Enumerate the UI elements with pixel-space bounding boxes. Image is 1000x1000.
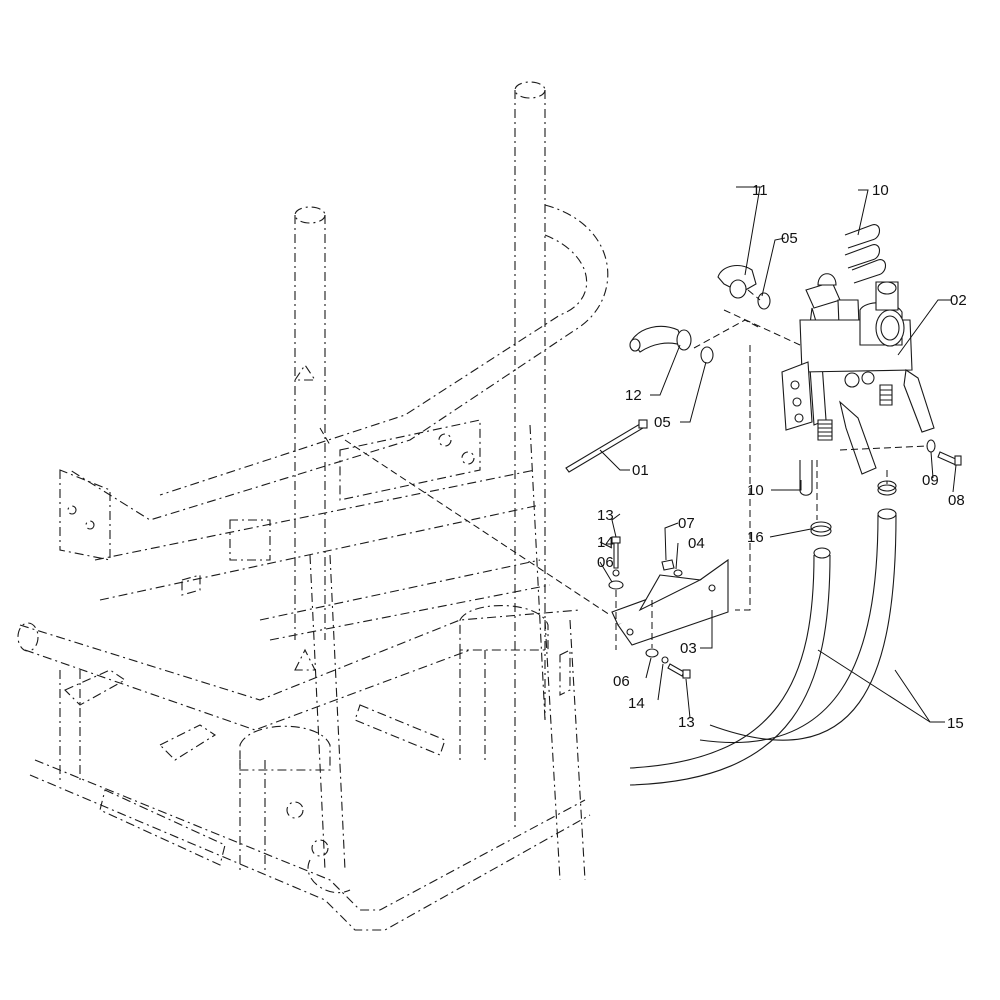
swivel-elbow-part <box>717 264 757 299</box>
label-07: 07 <box>678 515 695 532</box>
u-bolt-parts <box>799 224 887 496</box>
part-labels: 11 10 05 02 12 05 01 10 09 08 13 07 16 1… <box>597 182 967 732</box>
label-02: 02 <box>950 292 967 309</box>
label-06-top: 06 <box>597 554 614 571</box>
o-ring-parts <box>700 292 771 364</box>
label-10-bottom: 10 <box>747 482 764 499</box>
cable-tie-part <box>565 419 648 473</box>
hose-clamp-parts <box>810 480 897 537</box>
hose-parts <box>629 508 897 786</box>
elbow-fitting-part <box>629 325 692 353</box>
small-hardware-parts <box>608 536 691 679</box>
label-14-top: 14 <box>597 534 614 551</box>
mounting-bracket-part <box>611 558 729 646</box>
label-04: 04 <box>688 535 705 552</box>
label-13-bottom: 13 <box>678 714 695 731</box>
label-01: 01 <box>632 462 649 479</box>
bolt-washer-parts <box>926 439 962 466</box>
assembly-lines <box>319 289 929 650</box>
label-13-top: 13 <box>597 507 614 524</box>
phantom-frame <box>17 81 609 931</box>
label-10-top: 10 <box>872 182 889 199</box>
label-15: 15 <box>947 715 964 732</box>
label-05-top: 05 <box>781 230 798 247</box>
label-03: 03 <box>680 640 697 657</box>
label-16: 16 <box>747 529 764 546</box>
label-11: 11 <box>752 182 768 199</box>
label-06-bottom: 06 <box>613 673 630 690</box>
label-12: 12 <box>625 387 642 404</box>
leader-lines <box>599 186 957 723</box>
label-08: 08 <box>948 492 965 509</box>
valve-assembly-part <box>781 273 935 475</box>
label-05-bottom: 05 <box>654 414 671 431</box>
label-09: 09 <box>922 472 939 489</box>
label-14-bottom: 14 <box>628 695 645 712</box>
